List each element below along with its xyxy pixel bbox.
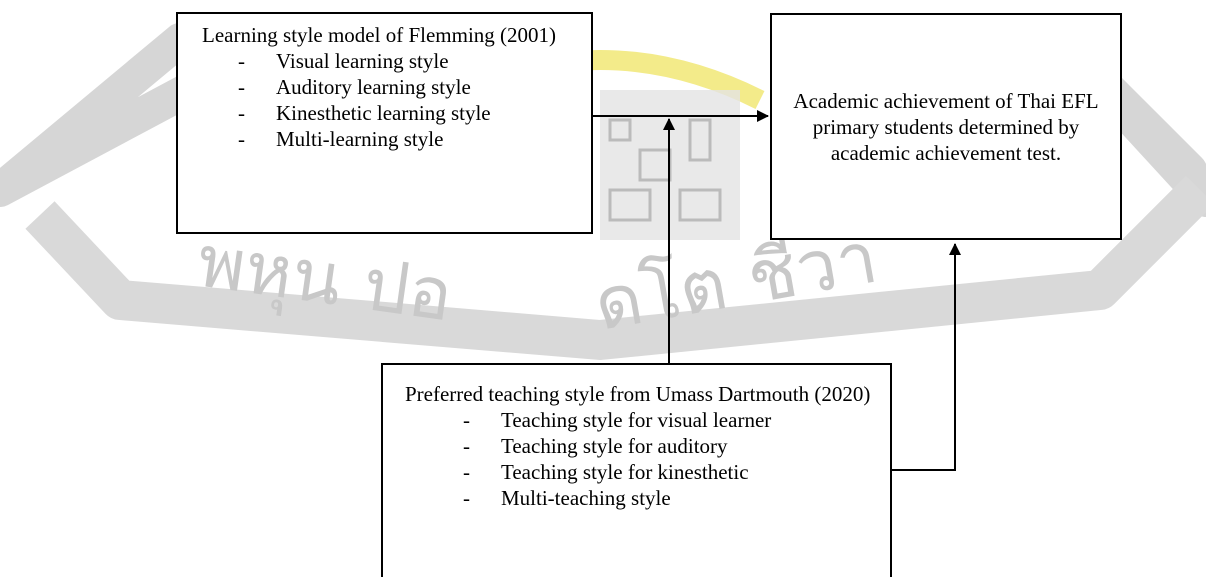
list-item: -Teaching style for kinesthetic [463,460,749,484]
arrow-teaching-to-achievement [892,243,961,471]
academic-achievement-text: Academic achievement of Thai EFL primary… [793,88,1099,165]
academic-achievement-box: Academic achievement of Thai EFL primary… [770,13,1122,240]
bullet-dash: - [238,49,245,73]
bullet-dash: - [238,101,245,125]
bullet-dash: - [463,486,470,510]
list-item: -Auditory learning style [238,75,471,99]
bullet-dash: - [238,75,245,99]
bullet-dash: - [463,408,470,432]
list-item: -Teaching style for visual learner [463,408,772,432]
teaching-style-box: Preferred teaching style from Umass Dart… [381,363,892,577]
learning-style-heading: Learning style model of Flemming (2001) [202,23,557,47]
learning-style-box: Learning style model of Flemming (2001) … [176,12,593,234]
teaching-style-heading: Preferred teaching style from Umass Dart… [405,382,871,406]
list-item: -Multi-learning style [238,127,444,151]
list-item: -Visual learning style [238,49,449,73]
bullet-dash: - [463,434,470,458]
bullet-dash: - [238,127,245,151]
list-item: -Teaching style for auditory [463,434,728,458]
learning-style-list: -Visual learning style -Auditory learnin… [202,48,591,152]
bullet-dash: - [463,460,470,484]
list-item: -Kinesthetic learning style [238,101,491,125]
teaching-style-list: -Teaching style for visual learner -Teac… [405,407,890,511]
list-item: -Multi-teaching style [463,486,671,510]
